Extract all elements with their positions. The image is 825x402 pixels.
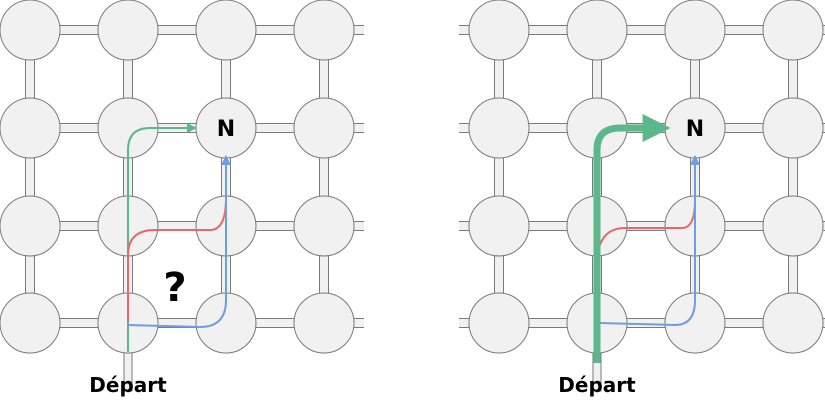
start-label: Départ [89, 373, 167, 397]
green-path-thick [593, 114, 671, 363]
grid-node [0, 0, 61, 61]
grid-left [0, 0, 364, 392]
grid-node [195, 0, 257, 61]
grid-node [468, 97, 530, 159]
red-path [127, 197, 227, 322]
start-label: Départ [558, 373, 636, 397]
grid-node [293, 97, 355, 159]
grid-node [0, 292, 61, 354]
grid-node [293, 292, 355, 354]
green-path [127, 123, 197, 352]
grid-node [293, 0, 355, 61]
blue-path [599, 155, 700, 327]
grid-node [762, 97, 824, 159]
grid-node [293, 195, 355, 257]
grid-node [97, 0, 159, 61]
grid-node [0, 195, 61, 257]
question-mark: ? [163, 265, 186, 311]
grid-node [468, 0, 530, 61]
grid-node [664, 0, 726, 61]
grid-node [762, 0, 824, 61]
grid-node [468, 195, 530, 257]
grid-node [762, 195, 824, 257]
grid-node [468, 292, 530, 354]
node-label-n: N [686, 117, 704, 142]
blue-path [127, 155, 231, 329]
red-path [599, 199, 696, 246]
grid-right [459, 0, 825, 392]
grid-node [0, 97, 61, 159]
node-label-n: N [217, 117, 235, 142]
grid-node [762, 292, 824, 354]
grid-node [566, 0, 628, 61]
